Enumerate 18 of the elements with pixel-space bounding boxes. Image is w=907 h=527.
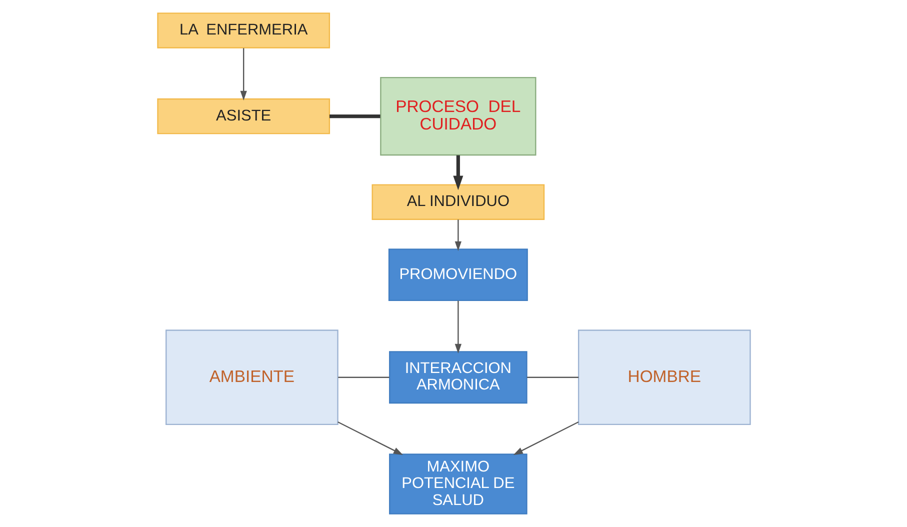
arrow <box>240 48 246 100</box>
node-box: LA ENFERMERIA <box>156 12 330 48</box>
node-box: INTERACCION ARMONICA <box>388 351 527 404</box>
connector <box>526 376 578 378</box>
connector <box>329 114 380 118</box>
node-box: HOMBRE <box>577 330 750 426</box>
node-box: MAXIMO POTENCIAL DE SALUD <box>388 454 527 514</box>
node-box: AL INDIVIDUO <box>371 184 544 220</box>
arrow <box>454 300 462 354</box>
connector <box>338 376 389 378</box>
arrow <box>454 220 462 251</box>
arrow <box>337 421 403 455</box>
node-box: AMBIENTE <box>165 330 338 426</box>
node-box: PROMOVIENDO <box>388 248 528 302</box>
node-box: ASISTE <box>156 98 330 134</box>
node-box: PROCESO DEL CUIDADO <box>380 76 536 156</box>
arrow <box>452 155 463 190</box>
arrow <box>512 421 578 455</box>
